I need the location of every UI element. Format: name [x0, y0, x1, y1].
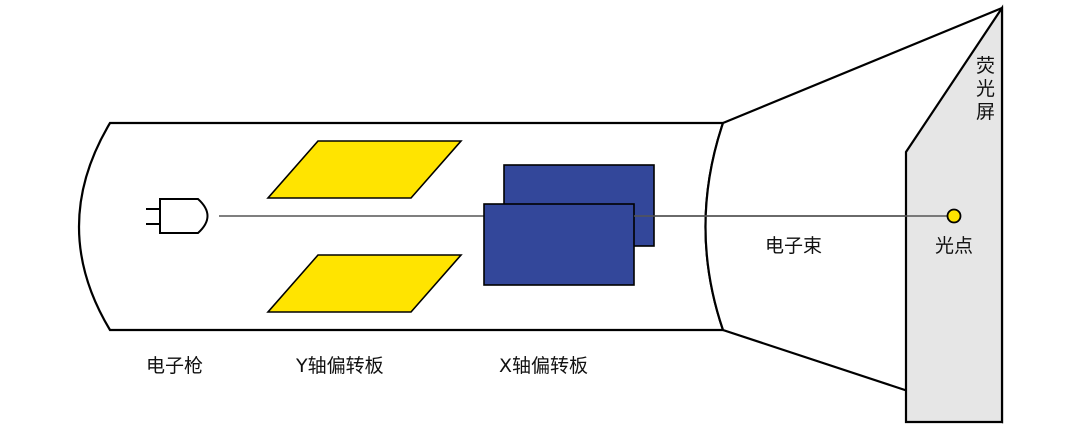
x-plate-front	[483, 203, 635, 286]
electron-gun-icon	[146, 198, 209, 234]
light-spot-marker	[946, 208, 962, 224]
label-light-spot: 光点	[935, 235, 973, 257]
label-x-deflection-plates: X轴偏转板	[499, 355, 588, 377]
screen-label-char: 光	[976, 78, 995, 100]
label-y-deflection-plates: Y轴偏转板	[295, 355, 384, 377]
label-fluorescent-screen: 荧 光 屏	[976, 55, 995, 123]
screen-label-char: 荧	[976, 55, 995, 77]
screen-label-char: 屏	[976, 101, 995, 123]
y-plate-bottom	[266, 254, 463, 313]
label-electron-beam: 电子束	[765, 235, 822, 257]
y-plate-top	[266, 140, 463, 199]
label-electron-gun: 电子枪	[146, 355, 203, 377]
